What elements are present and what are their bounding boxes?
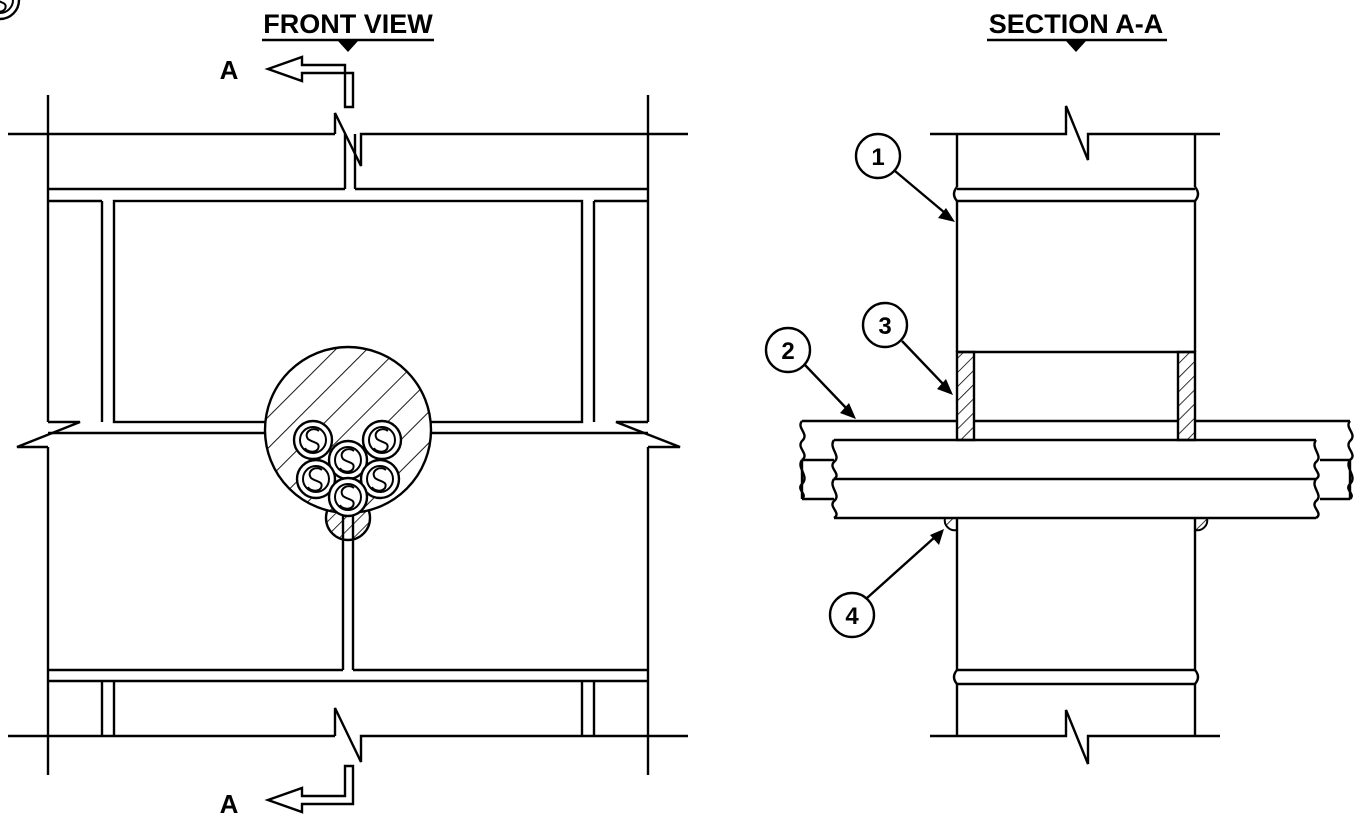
wall-section <box>930 105 1220 765</box>
section-view-title: SECTION A-A <box>989 9 1164 39</box>
callout-4-label: 4 <box>845 603 859 630</box>
sleeve-right <box>1176 350 1197 442</box>
downward-triangle-icon <box>1066 41 1086 52</box>
callout-1: 1 <box>854 132 955 222</box>
cable-bundle <box>0 0 403 518</box>
arrow-head-icon <box>937 379 953 395</box>
section-cut-bottom: A <box>220 764 355 819</box>
section-view: SECTION A-A <box>764 9 1354 765</box>
arrow-head-icon <box>840 403 856 419</box>
arrow-head-icon <box>930 529 944 545</box>
left-arrow-icon <box>264 55 355 109</box>
s-curve-cable-icon <box>0 0 7 13</box>
downward-triangle-icon <box>338 41 358 52</box>
callout-4: 4 <box>828 529 944 639</box>
front-view-title: FRONT VIEW <box>263 9 433 39</box>
callout-2-label: 2 <box>781 338 794 365</box>
section-mark-bottom: A <box>220 789 239 819</box>
arrow-head-icon <box>938 208 955 222</box>
callout-3: 3 <box>861 301 953 395</box>
front-view: FRONT VIEW A A <box>0 0 688 819</box>
callout-1-label: 1 <box>871 144 884 171</box>
section-cut-top: A <box>220 55 355 109</box>
callout-3-label: 3 <box>878 313 891 340</box>
cable <box>0 0 21 21</box>
cables-section <box>799 419 1354 532</box>
left-arrow-icon <box>264 764 355 814</box>
callout-2: 2 <box>764 326 856 419</box>
section-mark-top: A <box>220 55 239 85</box>
sleeve-left <box>955 350 976 442</box>
